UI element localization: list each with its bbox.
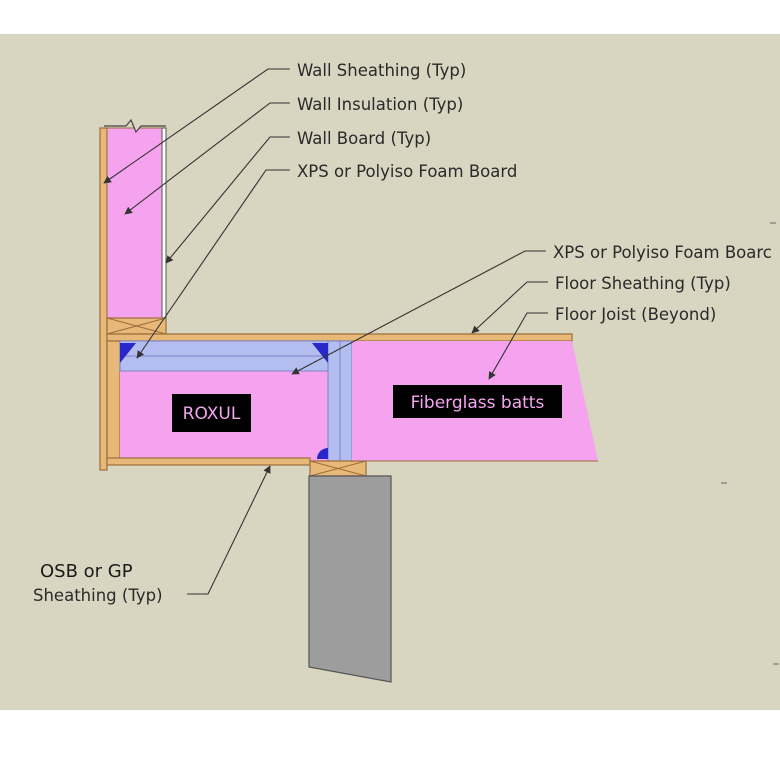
- leader-wall-insulation: [124, 102, 290, 215]
- sill-plate-cross: [309, 460, 367, 477]
- callout-floor-sheathing: Floor Sheathing (Typ): [555, 274, 731, 293]
- callout-wall-sheathing: Wall Sheathing (Typ): [297, 61, 466, 80]
- foundation-wall: [308, 475, 392, 683]
- wall-break-mark: [104, 118, 166, 134]
- leader-floor-sheathing: [471, 281, 548, 334]
- leader-wall-sheathing: [103, 68, 290, 184]
- callout-osb-line2: Sheathing (Typ): [33, 586, 163, 605]
- floor-sheathing: [106, 333, 573, 342]
- wall-assembly: [99, 118, 167, 471]
- callouts: Wall Sheathing (Typ) Wall Insulation (Ty…: [33, 61, 772, 605]
- callout-osb-line1: OSB or GP: [40, 561, 133, 582]
- bottom-sheathing: [106, 457, 311, 466]
- callout-foam-board-left: XPS or Polyiso Foam Board: [297, 162, 517, 181]
- sealant-bead-left: [120, 343, 136, 363]
- callout-wall-board: Wall Board (Typ): [297, 129, 431, 148]
- roxul-tag-bg: [172, 394, 251, 432]
- leader-floor-joist: [488, 312, 548, 380]
- foundation: [308, 460, 392, 683]
- wall-board: [161, 127, 167, 319]
- fiberglass-tag-bg: [393, 385, 562, 418]
- leader-osb: [187, 465, 271, 595]
- leader-foam-board-right: [291, 250, 546, 375]
- callout-wall-insulation: Wall Insulation (Typ): [297, 95, 463, 114]
- rim-joist: [106, 340, 121, 462]
- callout-foam-board-right: XPS or Polyiso Foam Boarc: [553, 243, 772, 262]
- leader-wall-board: [165, 136, 290, 264]
- leader-foam-board-left: [136, 169, 290, 359]
- callout-floor-joist: Floor Joist (Beyond): [555, 305, 716, 324]
- wall-insulation: [106, 127, 163, 319]
- sealant-bead-bottom: [317, 448, 328, 459]
- roxul-tag: ROXUL: [183, 404, 241, 424]
- fiberglass-tag: Fiberglass batts: [411, 393, 545, 413]
- wall-sheathing: [99, 127, 108, 471]
- wall-bottom-plate-cross: [106, 317, 167, 335]
- sealant-bead-mid: [312, 343, 328, 363]
